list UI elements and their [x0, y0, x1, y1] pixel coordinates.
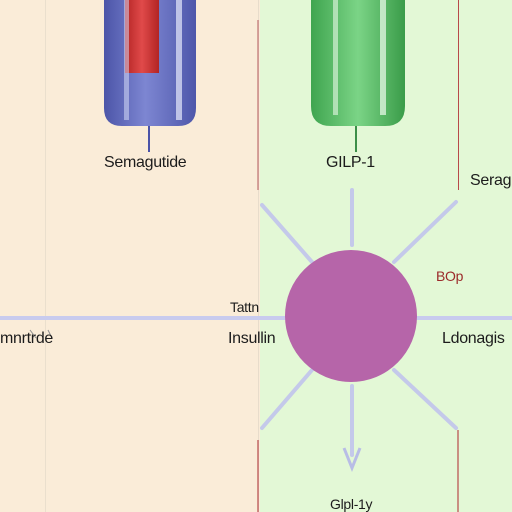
green-tube-highlight-left	[333, 0, 338, 115]
receptor-circle	[285, 250, 417, 382]
insulin-label: Insullin	[228, 330, 276, 347]
bop-label: BOp	[436, 268, 464, 284]
green-tube-highlight-right	[380, 0, 386, 115]
left-edge-line	[45, 0, 46, 512]
axis-mark-2	[47, 329, 53, 339]
red-fill	[125, 0, 159, 73]
ray-up-left	[260, 203, 314, 264]
left-axis-marks	[29, 329, 53, 339]
ray-up-right	[392, 200, 458, 264]
ray-down-left	[260, 368, 314, 430]
glp1-bottom-label: Glpl-1y	[330, 496, 373, 512]
blue-tube-highlight-right	[176, 0, 182, 120]
green-tube-body	[311, 0, 405, 126]
glp1-top-label: GILP-1	[326, 154, 375, 171]
ldonagis-label: Ldonagis	[442, 330, 505, 347]
right-edge-line	[458, 0, 459, 190]
semaglutide-tube	[104, 0, 196, 152]
left-mid-label: mnrtrde	[0, 330, 54, 347]
arrow-head-down	[342, 447, 362, 473]
right-top-label: Serag	[470, 172, 512, 189]
glp1-tube	[311, 0, 405, 152]
blue-tube-highlight-left	[124, 0, 129, 120]
axis-mark-1	[29, 329, 37, 339]
panel-divider-line	[258, 0, 259, 512]
ray-down-right	[392, 368, 458, 430]
ray-group	[260, 188, 458, 457]
semaglutide-label: Semagutide	[104, 154, 187, 171]
tatin-label: Tattn	[230, 299, 259, 315]
